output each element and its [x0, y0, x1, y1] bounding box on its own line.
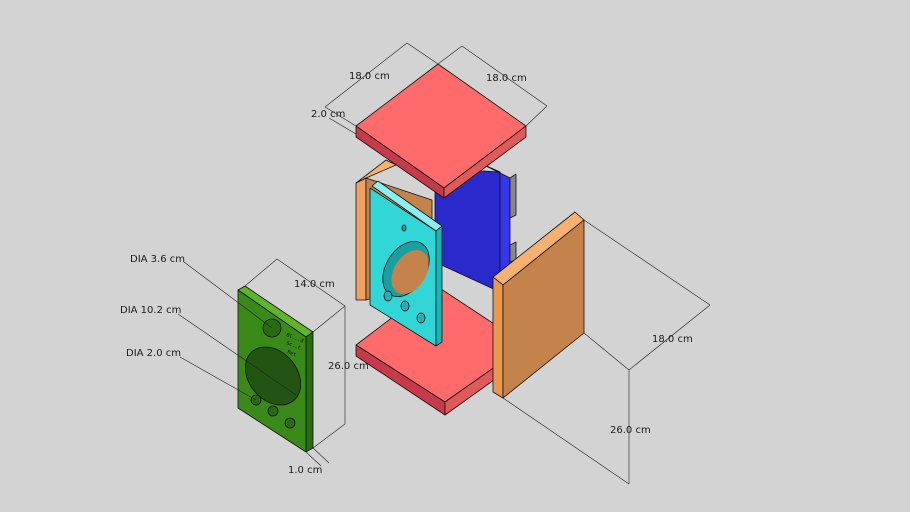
template-scribble-3: Ret	[286, 349, 297, 358]
label-tweeter-hole: DIA 3.6 cm	[130, 254, 185, 265]
dim-baffle-width: 14.0 cm	[294, 279, 335, 290]
top-panel[interactable]	[355, 63, 527, 199]
dim-top-width: 18.0 cm	[349, 71, 390, 82]
label-port-hole: DIA 2.0 cm	[126, 348, 181, 359]
baffle-template[interactable]: Bl...d Sc..t Ret	[234, 285, 314, 453]
label-woofer-hole: DIA 10.2 cm	[120, 305, 181, 316]
template-scribble-2: Sc..t	[285, 340, 301, 351]
back-panel[interactable]	[434, 162, 517, 296]
dim-side-height: 26.0 cm	[610, 425, 651, 436]
dim-top-depth: 18.0 cm	[486, 73, 527, 84]
dim-baffle-height: 26.0 cm	[328, 361, 369, 372]
dim-side-depth: 18.0 cm	[652, 334, 693, 345]
right-side-panel[interactable]	[492, 211, 585, 399]
dimension-lines	[177, 42, 711, 485]
dim-panel-thickness: 2.0 cm	[311, 109, 345, 120]
front-baffle[interactable]	[369, 180, 443, 347]
dim-baffle-thickness: 1.0 cm	[288, 465, 322, 476]
